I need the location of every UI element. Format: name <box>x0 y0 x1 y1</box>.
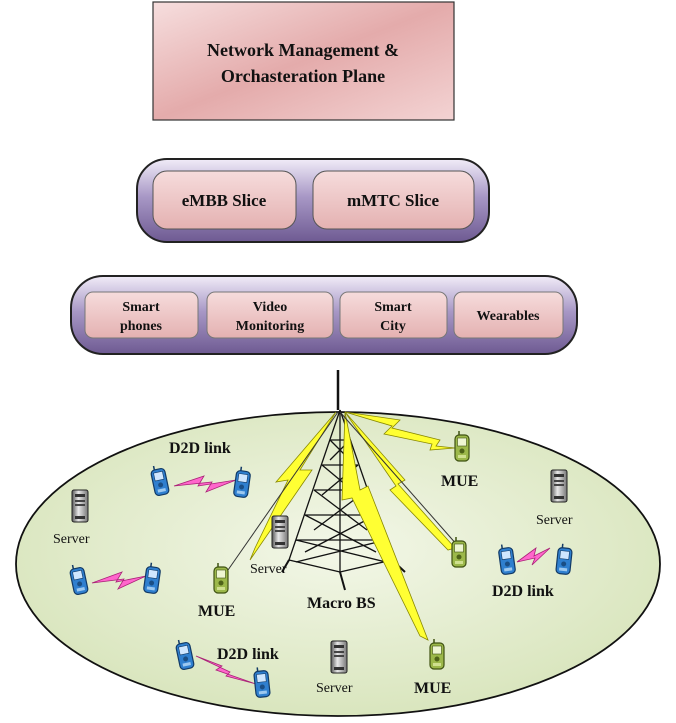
slice-layer: eMBB Slice mMTC Slice <box>136 158 490 243</box>
mue-phone-icon <box>451 536 467 568</box>
mmtc-slice-label: mMTC Slice <box>347 191 440 210</box>
app-box-smart-city: Smart City <box>339 291 448 339</box>
mue-phone-icon <box>429 638 445 670</box>
server-label: Server <box>316 681 353 696</box>
server-label: Server <box>53 532 90 547</box>
server-icon <box>550 469 568 503</box>
d2d-link-label: D2D link <box>169 440 231 457</box>
server-icon <box>330 640 348 674</box>
mue-label: MUE <box>198 603 235 620</box>
app-label-line1: Smart <box>374 300 412 315</box>
embb-slice-label: eMBB Slice <box>182 191 267 210</box>
server-icon <box>271 515 289 549</box>
app-box-smartphones: Smart phones <box>84 291 199 339</box>
macro-bs-tower <box>281 370 406 591</box>
app-box-wearables: Wearables <box>453 291 564 339</box>
application-layer: Smart phones Video Monitoring Smart City… <box>70 275 578 355</box>
app-label-line1: Smart <box>122 300 160 315</box>
mue-phone-icon <box>213 562 229 594</box>
bs-thin-links <box>227 411 459 571</box>
macro-bs-label: Macro BS <box>307 595 376 612</box>
server-label: Server <box>536 513 573 528</box>
mue-label: MUE <box>441 473 478 490</box>
d2d-link-label: D2D link <box>492 583 554 600</box>
d2d-link-label: D2D link <box>217 646 279 663</box>
server-icon <box>71 489 89 523</box>
server-label: Server <box>250 562 287 577</box>
mmtc-slice-box: mMTC Slice <box>312 170 475 230</box>
embb-slice-box: eMBB Slice <box>152 170 297 230</box>
management-plane-line1: Network Management & <box>207 40 399 60</box>
app-label-line2: City <box>380 319 406 334</box>
app-box-video-monitoring: Video Monitoring <box>206 291 334 339</box>
mue-phone-icon <box>454 430 470 462</box>
management-plane-line2: Orchasteration Plane <box>221 66 385 86</box>
app-label-line1: Video <box>253 300 287 315</box>
management-plane: Network Management & Orchasteration Plan… <box>152 1 455 121</box>
app-label-line2: phones <box>120 319 163 334</box>
app-label-line2: Monitoring <box>236 319 304 334</box>
app-label-line1: Wearables <box>477 309 541 324</box>
mue-label: MUE <box>414 680 451 697</box>
